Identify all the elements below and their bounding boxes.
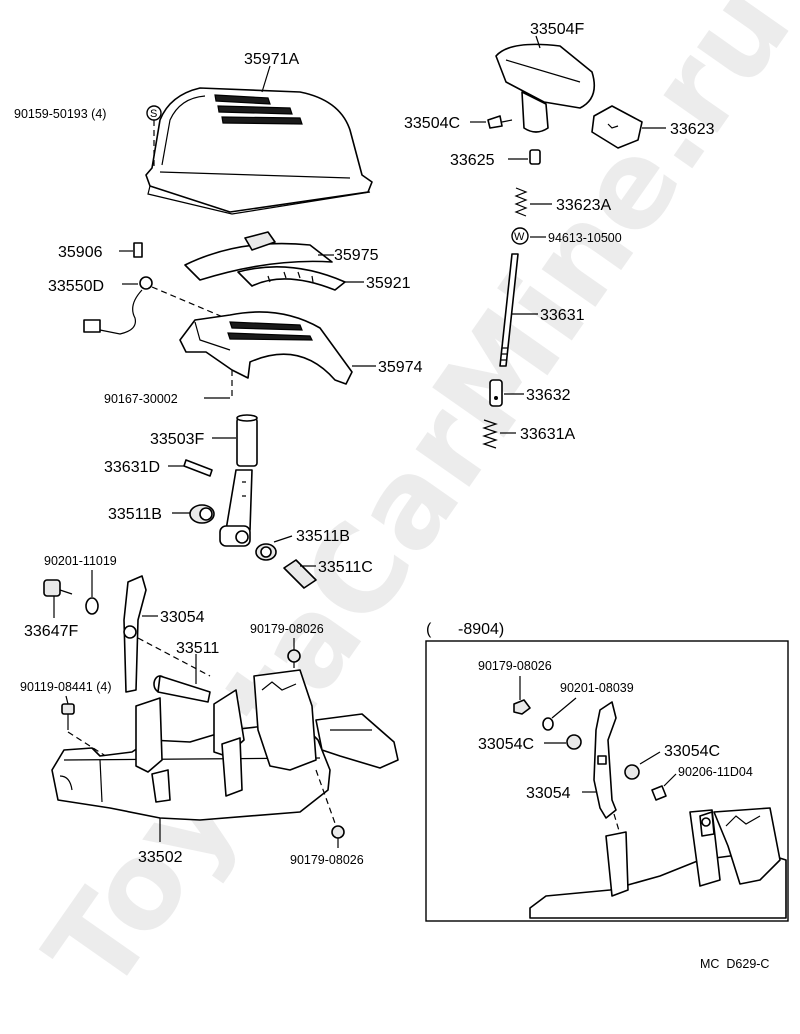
rod-33631 [499, 253, 519, 367]
housing-cover-35971A [145, 87, 373, 215]
indicator-plate-35975 [184, 231, 333, 281]
spring-33623A [514, 187, 528, 217]
pin-33625 [529, 149, 541, 165]
inset-label-90206-11D04: 90206-11D04 [678, 765, 753, 779]
label-90201-11019: 90201-11019 [44, 554, 117, 568]
nut-90179-08026-upper [287, 649, 301, 663]
bolt-33647F [43, 579, 73, 597]
label-33623: 33623 [670, 121, 715, 138]
label-33054: 33054 [160, 609, 205, 626]
screw-90159-mark: S [146, 105, 162, 121]
shaft-bolt-33511 [153, 675, 211, 703]
shift-lever-arm [219, 469, 253, 547]
label-33504C: 33504C [404, 115, 460, 132]
label-35906: 35906 [58, 244, 103, 261]
rod-end-33632 [489, 379, 503, 407]
inset-clip-90206-11D04 [651, 785, 667, 801]
pin-35906 [133, 242, 143, 258]
label-33502: 33502 [138, 849, 183, 866]
bolt-90119-08441 [61, 703, 75, 730]
inset-base-plate [529, 807, 787, 919]
pin-33631D [183, 459, 213, 477]
label-33631A: 33631A [520, 426, 575, 443]
inset-washer-90201-08039 [542, 717, 554, 731]
inset-frame [425, 640, 789, 922]
inset-range-label: ( -8904) [426, 621, 504, 638]
label-33625: 33625 [450, 152, 495, 169]
label-33511B-left: 33511B [108, 506, 162, 523]
collar-33511C [283, 559, 317, 589]
button-33623 [591, 105, 643, 149]
label-90119-08441: 90119-08441 (4) [20, 680, 112, 694]
indicator-housing-35974 [179, 311, 353, 385]
washer-90201-11019 [85, 597, 99, 615]
inset-bracket-33054 [593, 701, 617, 819]
label-33631: 33631 [540, 307, 585, 324]
svg-text:S: S [150, 108, 157, 120]
label-33511B-right: 33511B [296, 528, 350, 545]
bushing-33511B-left [189, 504, 215, 524]
inset-collar-33054C-left [566, 734, 582, 750]
base-plate-33502 [51, 669, 399, 821]
label-33631D: 33631D [104, 459, 160, 476]
label-33647F: 33647F [24, 623, 78, 640]
inset-nut-90179-08026 [513, 699, 531, 715]
inset-label-90179-08026: 90179-08026 [478, 659, 552, 673]
label-33623A: 33623A [556, 197, 611, 214]
washer-94613-10500: W [511, 227, 529, 245]
label-90179-08026-lower: 90179-08026 [290, 853, 364, 867]
shift-knob-33504F [495, 43, 596, 133]
sensor-33550D [83, 276, 153, 335]
label-33632: 33632 [526, 387, 571, 404]
bracket-33054 [123, 575, 147, 693]
inset-label-90201-08039: 90201-08039 [560, 681, 634, 695]
inset-collar-33054C-right [624, 764, 640, 780]
screw-33504C [487, 115, 513, 129]
label-35921: 35921 [366, 275, 411, 292]
label-35971A: 35971A [244, 51, 299, 68]
label-90179-08026-upper: 90179-08026 [250, 622, 324, 636]
label-33511C: 33511C [318, 559, 373, 576]
diagram-code: MC D629-C [700, 957, 769, 971]
label-35975: 35975 [334, 247, 379, 264]
label-33511: 33511 [176, 640, 219, 657]
bushing-33511B-right [255, 543, 277, 561]
position-scale-35921 [237, 266, 346, 291]
label-94613-10500: 94613-10500 [548, 231, 622, 245]
svg-text:W: W [514, 231, 525, 243]
label-90159-50193: 90159-50193 (4) [14, 107, 106, 121]
lever-tube-33503F [236, 414, 258, 467]
label-33504F: 33504F [530, 21, 584, 38]
spring-33631A [482, 419, 498, 449]
label-33550D: 33550D [48, 278, 104, 295]
label-35974: 35974 [378, 359, 423, 376]
inset-label-33054: 33054 [526, 785, 571, 802]
label-90167-30002: 90167-30002 [104, 392, 178, 406]
inset-label-33054C-right: 33054C [664, 743, 720, 760]
nut-90179-08026-lower [331, 825, 345, 839]
inset-label-33054C-left: 33054C [478, 736, 534, 753]
label-33503F: 33503F [150, 431, 204, 448]
